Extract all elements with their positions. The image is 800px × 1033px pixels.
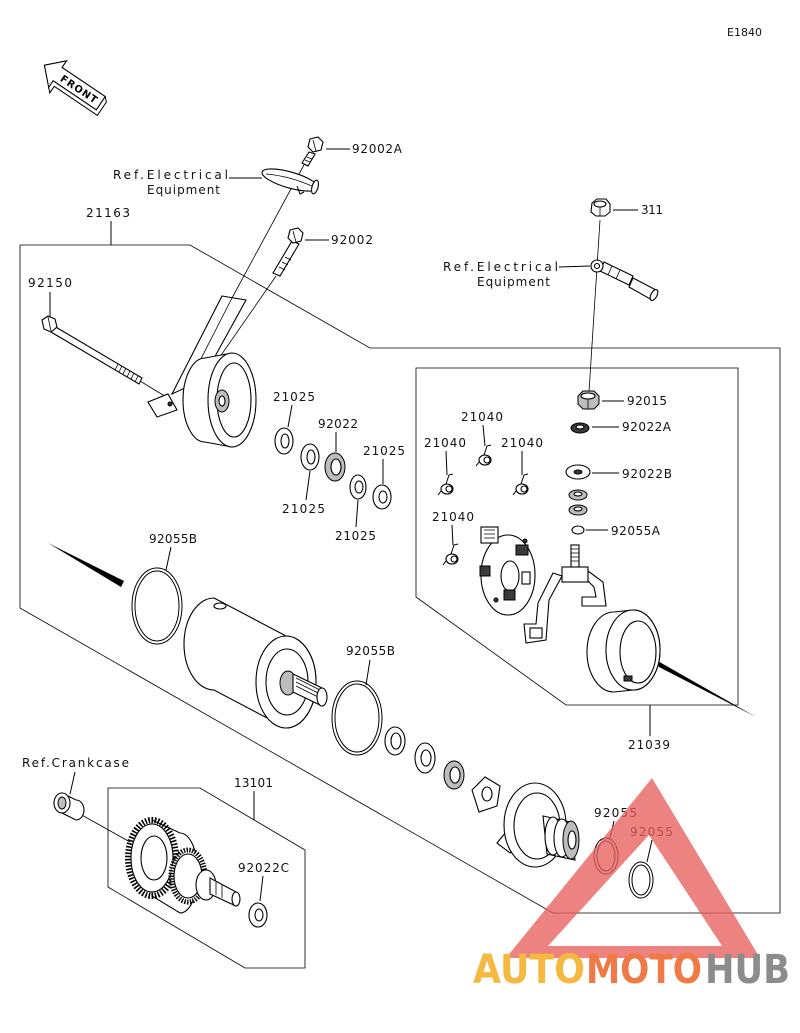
leader-line xyxy=(287,404,293,428)
starter-clutch-13101 xyxy=(125,817,241,914)
callout-92002a: 92002A xyxy=(352,142,403,156)
leader-line xyxy=(451,524,454,546)
shaft-washer xyxy=(443,760,465,790)
alignment-pointer xyxy=(656,660,756,717)
electrical-terminal-reference xyxy=(590,259,659,302)
brush-spring-21040 xyxy=(437,473,454,496)
leader-line xyxy=(69,771,76,795)
rear-cover-bracket xyxy=(147,295,257,448)
brush-holder-ring xyxy=(586,609,661,693)
watermark-triangle-icon xyxy=(506,778,760,958)
nut-92015 xyxy=(577,390,600,410)
leader-line xyxy=(165,546,172,571)
diagram-code: E1840 xyxy=(727,26,762,39)
clutch-axis-line xyxy=(79,813,131,843)
callout-21040: 21040 xyxy=(424,436,466,450)
terminal-axis-line xyxy=(588,219,601,393)
front-cover xyxy=(496,782,580,868)
leader-line xyxy=(355,499,359,528)
brush-spring-21040 xyxy=(442,543,459,566)
o-ring-92055 xyxy=(628,861,654,899)
washer-21025 xyxy=(372,484,392,510)
bolt-92002 xyxy=(272,227,304,277)
electrical-sleeve-reference xyxy=(261,168,320,195)
o-ring-92055b xyxy=(331,680,383,756)
insulator-washer xyxy=(568,489,588,501)
ref-crankcase-label: Ref.Crankcase xyxy=(22,756,129,770)
callout-92150: 92150 xyxy=(28,276,72,290)
leader-line xyxy=(482,424,486,447)
bolt-axis-line xyxy=(139,380,169,399)
watermark-text-auto: AUTO xyxy=(473,947,585,993)
alignment-pointer xyxy=(48,543,124,587)
callout-92002: 92002 xyxy=(331,233,373,247)
callout-92055a: 92055A xyxy=(611,524,661,538)
ref-electrical-sublabel: Equipment xyxy=(147,183,220,197)
crankcase-bushing-reference xyxy=(53,792,85,821)
callout-92022a: 92022A xyxy=(622,420,672,434)
brush-spring-21040 xyxy=(512,473,529,496)
assembly-frame-21163 xyxy=(19,244,781,914)
callout-311: 311 xyxy=(641,203,663,217)
long-bolt-92150 xyxy=(41,315,143,385)
assembly-frame-21039 xyxy=(415,367,739,706)
brush-plate xyxy=(479,526,536,616)
leader-line xyxy=(365,659,371,686)
leader-line xyxy=(646,839,653,863)
callout-21039: 21039 xyxy=(628,738,670,752)
callout-21040: 21040 xyxy=(461,410,503,424)
leader-line xyxy=(259,875,264,902)
callout-21025: 21025 xyxy=(335,529,376,543)
callout-92022b: 92022B xyxy=(622,467,672,481)
leader-line xyxy=(305,470,311,501)
watermark-text-hub: HUB xyxy=(705,947,790,993)
watermark-logo xyxy=(506,778,760,958)
callout-92055b: 92055B xyxy=(346,644,395,658)
lock-plate xyxy=(471,776,501,813)
callout-92022c: 92022C xyxy=(238,861,289,875)
leader-line xyxy=(558,265,591,268)
callout-13101: 13101 xyxy=(234,776,273,790)
callout-92055b: 92055B xyxy=(149,532,197,546)
washer-21025 xyxy=(274,427,294,455)
callout-21040: 21040 xyxy=(432,510,474,524)
brush-holder-bracket xyxy=(523,544,607,644)
callout-92022: 92022 xyxy=(318,417,358,431)
watermark-text-moto: MOTO xyxy=(586,947,702,993)
washer-92022b xyxy=(565,464,591,480)
nut-311 xyxy=(590,198,611,217)
callout-92015: 92015 xyxy=(627,394,667,408)
washer-92022a xyxy=(570,422,590,434)
ref-electrical-sublabel: Equipment xyxy=(477,275,550,289)
o-ring-92055a xyxy=(571,525,585,535)
assembly-frame-13101 xyxy=(107,787,306,969)
washer-92022c xyxy=(248,902,268,928)
washer-92022 xyxy=(324,452,346,482)
callout-21025: 21025 xyxy=(363,444,405,458)
callout-21163: 21163 xyxy=(86,206,130,220)
starter-motor-yoke xyxy=(183,597,328,729)
shaft-washer xyxy=(414,742,436,774)
callout-21025: 21025 xyxy=(273,390,315,404)
leader-line xyxy=(445,450,448,476)
shaft-washer xyxy=(384,726,406,756)
washer-21025 xyxy=(349,474,367,500)
brush-spring-21040 xyxy=(475,444,492,467)
front-direction-arrow: FRONT xyxy=(43,60,107,117)
ref-electrical-label: Ref.Electrical xyxy=(113,168,228,182)
callout-21025: 21025 xyxy=(282,502,325,516)
o-ring-92055b xyxy=(131,567,183,645)
callout-21040: 21040 xyxy=(501,436,543,450)
washer-21025 xyxy=(300,443,320,471)
ref-electrical-label: Ref.Electrical xyxy=(443,260,558,274)
bolt-92002a xyxy=(301,136,324,167)
insulator-washer xyxy=(568,504,588,516)
